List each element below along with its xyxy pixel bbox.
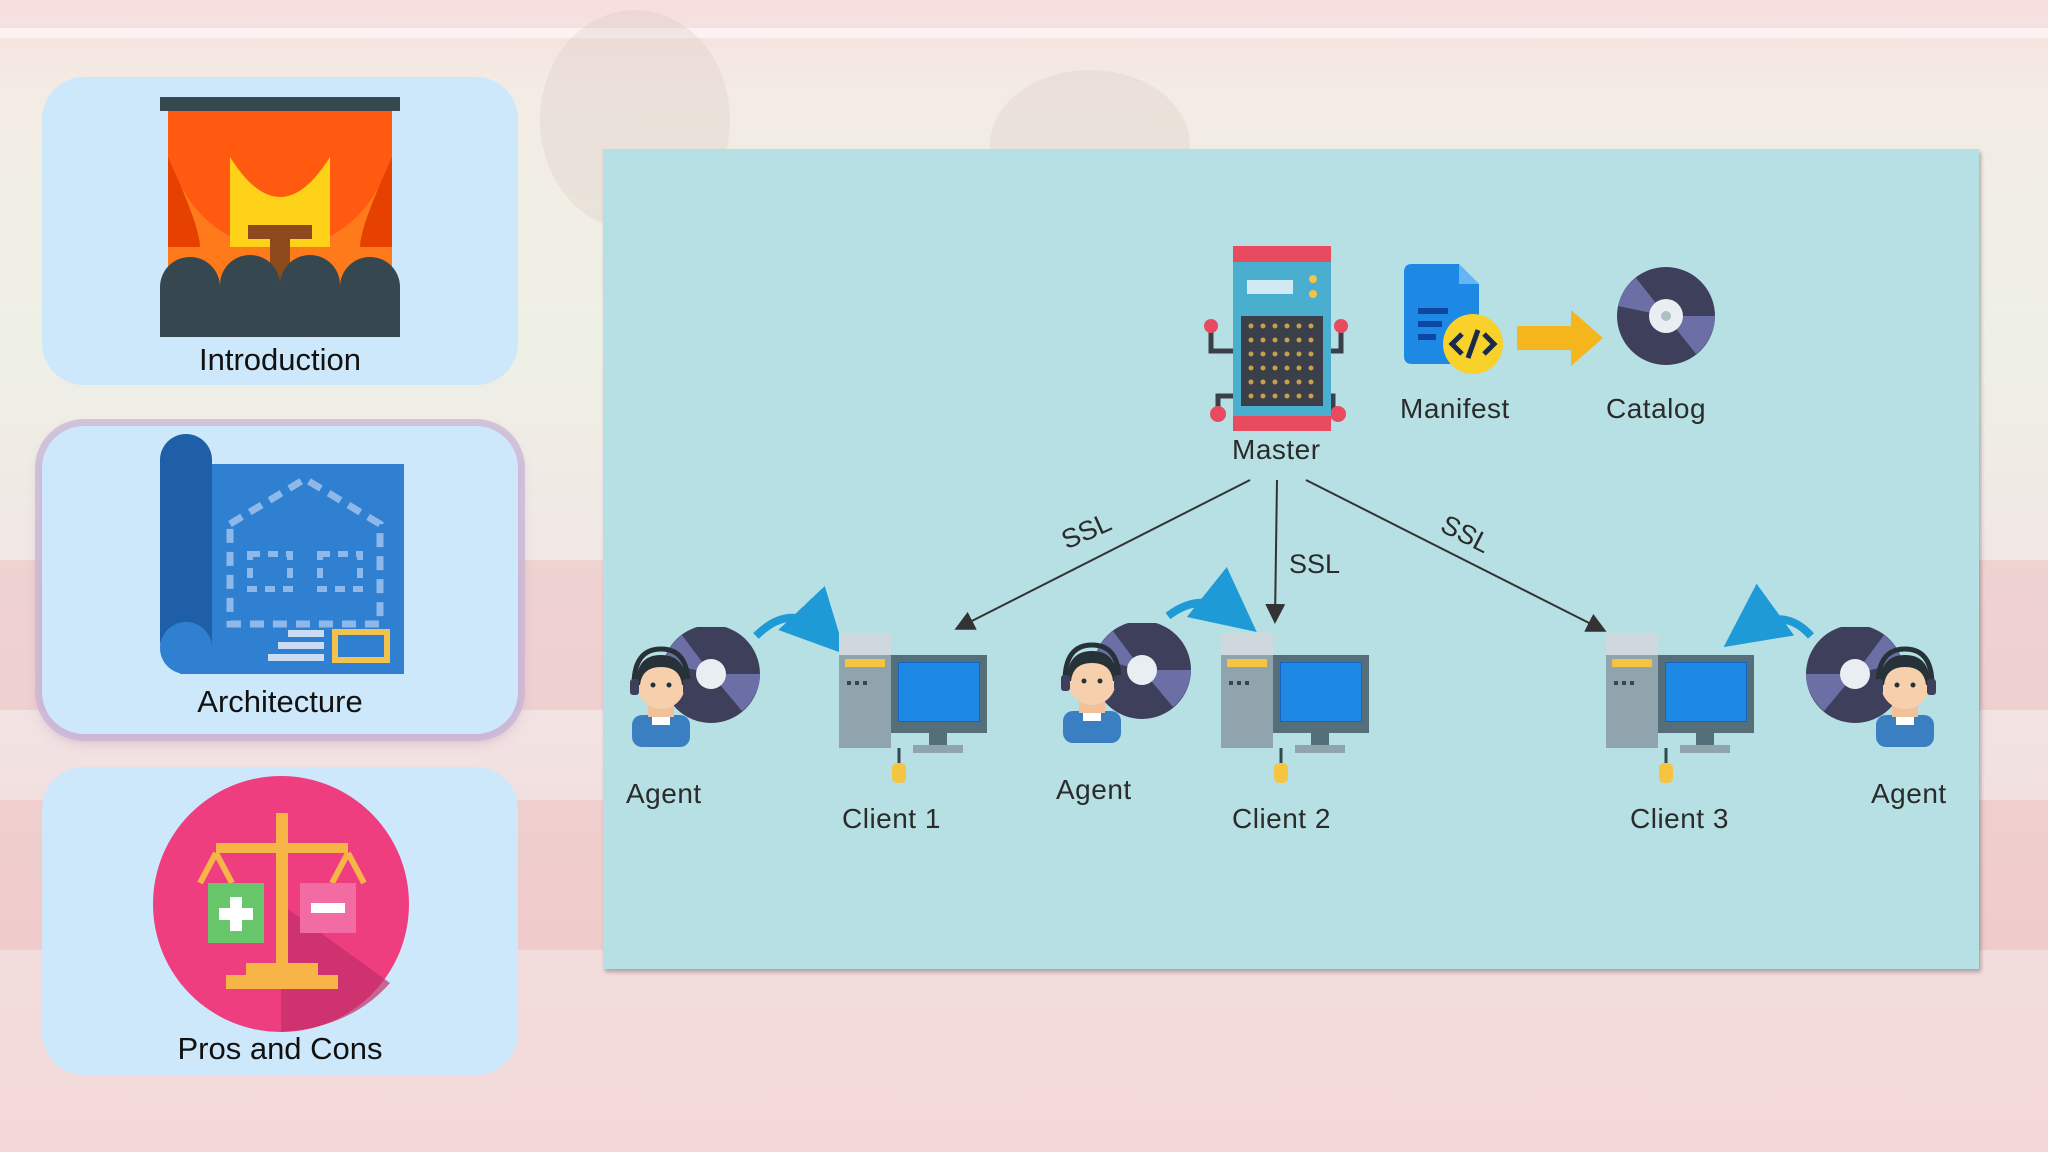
nav-label-introduction: Introduction [199, 342, 361, 377]
agent-1-icon [630, 627, 760, 747]
catalog-disc-icon [1617, 267, 1715, 365]
manifest-to-catalog-arrow [1517, 310, 1603, 366]
agent-3-icon [1806, 627, 1936, 747]
ssl-line-client-2 [1265, 479, 1286, 624]
client-3-label: Client 3 [1630, 803, 1729, 834]
agent-2-label: Agent [1056, 774, 1132, 805]
ssl-line-client-3 [1305, 479, 1607, 632]
ssl-line-client-1 [954, 479, 1251, 630]
master-server-icon [1204, 246, 1348, 431]
nav-card-introduction[interactable]: Introduction [42, 77, 518, 385]
agent-2-icon [1061, 623, 1191, 743]
nav-label-architecture: Architecture [197, 684, 363, 719]
agent-3-label: Agent [1871, 778, 1947, 809]
agent-2-arrow [1165, 567, 1257, 632]
client-2-computer-icon [1221, 633, 1369, 783]
nav-card-pros-and-cons[interactable]: Pros and Cons [42, 767, 518, 1075]
client-1-computer-icon [839, 633, 987, 783]
architecture-diagram: Master Manifest Catalog SSL SSL SSL [603, 149, 1979, 969]
manifest-label: Manifest [1400, 393, 1510, 424]
client-1-label: Client 1 [842, 803, 941, 834]
catalog-label: Catalog [1606, 393, 1707, 424]
background-stripe [0, 28, 2048, 38]
agent-1-label: Agent [626, 778, 702, 809]
nav-label-pros-and-cons: Pros and Cons [177, 1031, 383, 1066]
nav-card-architecture[interactable]: Architecture [42, 426, 518, 734]
theater-icon [160, 97, 400, 337]
agent-1-arrow [753, 585, 846, 655]
client-3-computer-icon [1606, 633, 1754, 783]
client-2-label: Client 2 [1232, 803, 1331, 834]
scale-balance-icon [153, 776, 409, 1032]
connection-lines [753, 310, 1815, 655]
master-label: Master [1232, 434, 1321, 465]
agent-3-arrow [1723, 583, 1815, 648]
blueprint-icon [160, 434, 404, 674]
manifest-file-icon [1404, 264, 1503, 374]
ssl-label-2: SSL [1289, 549, 1341, 579]
